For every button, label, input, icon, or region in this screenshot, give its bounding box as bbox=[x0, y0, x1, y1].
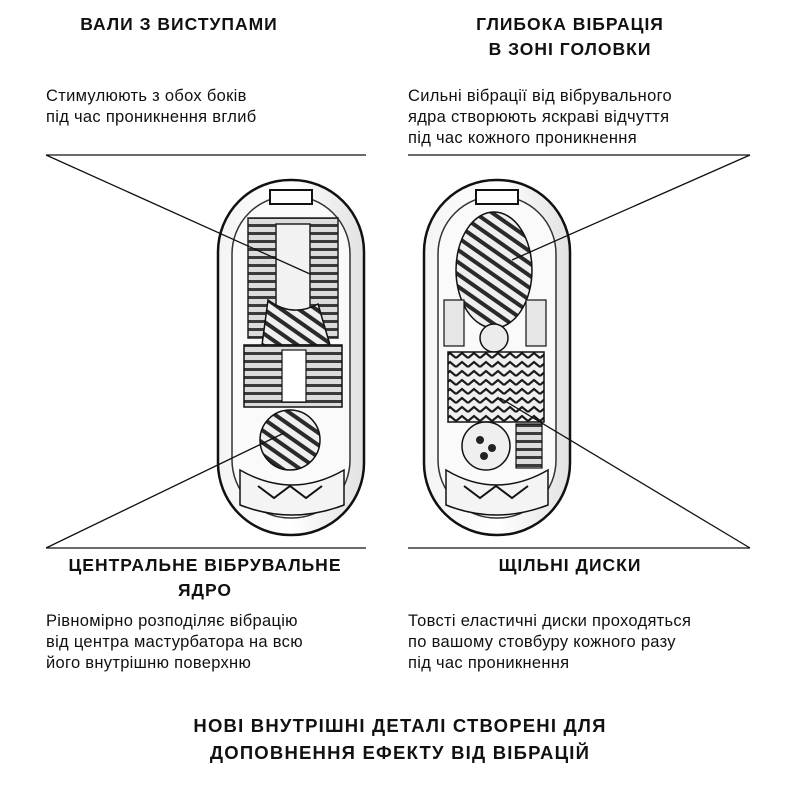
description-top-left: Стимулюють з обох боків під час проникне… bbox=[46, 87, 257, 126]
pointer-line-top-left-diagonal bbox=[45, 154, 311, 275]
title-bottom-right: ЩІЛЬНІ ДИСКИ bbox=[498, 555, 642, 575]
title-top-left: ВАЛИ З ВИСТУПАМИ bbox=[80, 14, 278, 34]
pointer-line-bottom-right-diagonal bbox=[499, 397, 751, 549]
pointer-line-top-right-diagonal bbox=[511, 154, 751, 261]
description-bottom-right: Товсті еластичні диски проходяться по ва… bbox=[408, 612, 692, 672]
title-bottom-left: ЦЕНТРАЛЬНЕ ВІБРУВАЛЬНЕ ЯДРО bbox=[68, 555, 342, 600]
pointer-lines bbox=[45, 154, 751, 549]
pointer-line-bottom-left-diagonal bbox=[45, 432, 285, 549]
description-top-right: Сильні вібрації від вібрувального ядра с… bbox=[408, 87, 673, 147]
left-product-cutaway bbox=[216, 178, 366, 537]
title-top-right: ГЛИБОКА ВІБРАЦІЯ В ЗОНІ ГОЛОВКИ bbox=[476, 14, 664, 59]
description-bottom-left: Рівномірно розподіляє вібрацію від центр… bbox=[46, 612, 303, 672]
right-product-cutaway bbox=[422, 178, 572, 537]
footer-caption: НОВІ ВНУТРІШНІ ДЕТАЛІ СТВОРЕНІ ДЛЯ ДОПОВ… bbox=[193, 715, 607, 763]
